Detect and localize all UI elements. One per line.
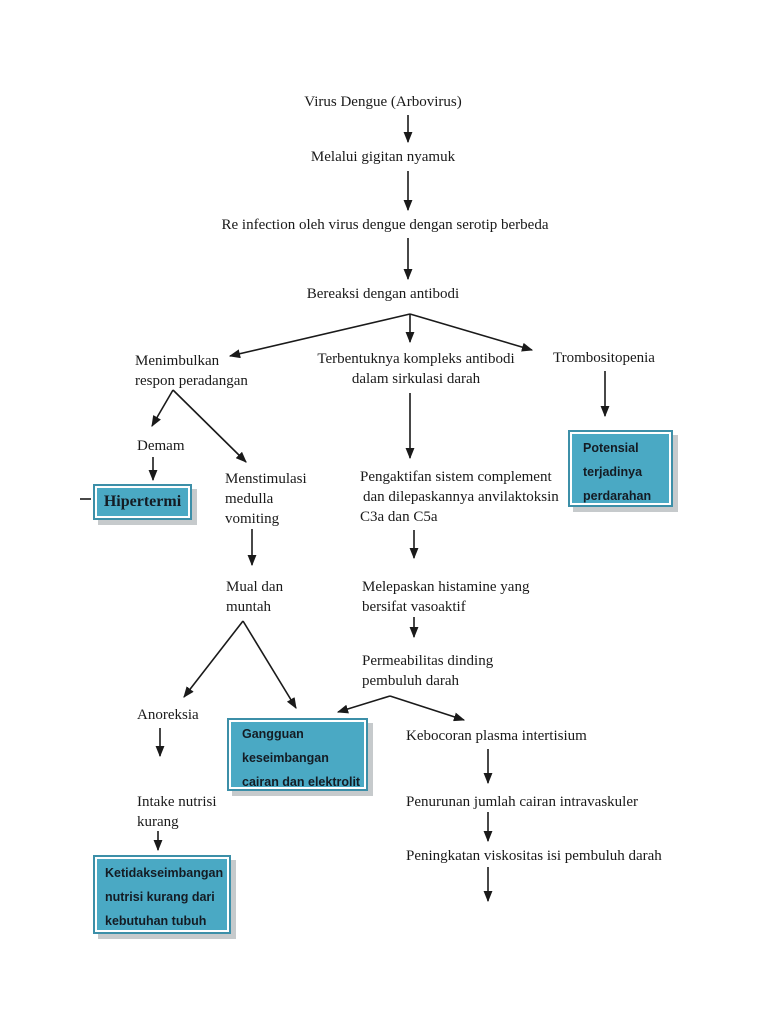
diagnosis-line: kebutuhan tubuh: [105, 914, 207, 928]
node-pengaktifan-complement: Pengaktifan sistem complement dan dilepa…: [360, 467, 559, 527]
node-line: dalam sirkulasi darah: [351, 371, 481, 387]
node-line: Melepaskan histamine yang: [362, 579, 530, 595]
node-melepaskan-histamine: Melepaskan histamine yang bersifat vasoa…: [362, 577, 529, 617]
node-line: respon peradangan: [135, 373, 248, 389]
node-permeabilitas-dinding: Permeabilitas dinding pembuluh darah: [362, 651, 493, 691]
node-virus-dengue: Virus Dengue (Arbovirus): [304, 94, 462, 110]
node-peningkatan-viskositas: Peningkatan viskositas isi pembuluh dara…: [406, 848, 662, 864]
diagnosis-line: Potensial: [583, 441, 639, 455]
node-mual-muntah: Mual dan muntah: [226, 577, 283, 617]
node-line: pembuluh darah: [362, 673, 460, 689]
diagnosis-label: Hipertermi: [103, 493, 182, 510]
node-menimbulkan-respon: Menimbulkan respon peradangan: [135, 351, 248, 391]
node-line: vomiting: [225, 511, 280, 527]
diagnosis-line: perdarahan: [583, 489, 652, 503]
node-line: Pengaktifan sistem complement: [360, 469, 552, 485]
diagnosis-line: Gangguan: [242, 727, 304, 741]
node-anoreksia: Anoreksia: [137, 707, 199, 723]
node-menstimulasi-medulla: Menstimulasi medulla vomiting: [225, 469, 307, 529]
diagnosis-line: nutrisi kurang dari: [105, 890, 215, 904]
node-line: bersifat vasoaktif: [362, 599, 466, 615]
node-kompleks-antibodi: Terbentuknya kompleks antibodi dalam sir…: [310, 349, 522, 389]
node-kebocoran-plasma: Kebocoran plasma intertisium: [406, 728, 587, 744]
node-line: medulla: [225, 491, 274, 507]
node-reinfection: Re infection oleh virus dengue dengan se…: [221, 217, 549, 233]
node-intake-nutrisi: Intake nutrisi kurang: [137, 792, 217, 832]
node-line: Menimbulkan: [135, 353, 220, 369]
node-line: kurang: [137, 814, 179, 830]
node-line: Permeabilitas dinding: [362, 653, 494, 669]
diagnosis-line: keseimbangan: [242, 751, 329, 765]
node-line: muntah: [226, 599, 271, 615]
diagnosis-box-gangguan-cairan: Gangguan keseimbangan cairan dan elektro…: [227, 718, 368, 791]
node-demam: Demam: [137, 438, 185, 454]
node-line: Menstimulasi: [225, 471, 307, 487]
node-bereaksi-antibodi: Bereaksi dengan antibodi: [306, 286, 460, 302]
node-line: Intake nutrisi: [137, 794, 217, 810]
diagnosis-box-potensial-perdarahan: Potensial terjadinya perdarahan: [568, 430, 673, 507]
diagnosis-line: terjadinya: [583, 465, 643, 479]
node-line: dan dilepaskannya anvilaktoksin: [363, 489, 559, 505]
diagnosis-box-hipertermi: Hipertermi: [93, 484, 192, 520]
node-line: Mual dan: [226, 579, 284, 595]
node-line: Terbentuknya kompleks antibodi: [317, 351, 515, 367]
node-line: C3a dan C5a: [360, 509, 438, 525]
diagnosis-line: cairan dan elektrolit: [242, 775, 361, 789]
diagnosis-line: Ketidakseimbangan: [105, 866, 224, 880]
node-trombositopenia: Trombositopenia: [553, 350, 655, 366]
node-penurunan-cairan: Penurunan jumlah cairan intravaskuler: [406, 794, 639, 810]
diagnosis-box-ketidakseimbangan-nutrisi: Ketidakseimbangan nutrisi kurang dari ke…: [93, 855, 231, 934]
node-gigitan-nyamuk: Melalui gigitan nyamuk: [310, 149, 456, 165]
